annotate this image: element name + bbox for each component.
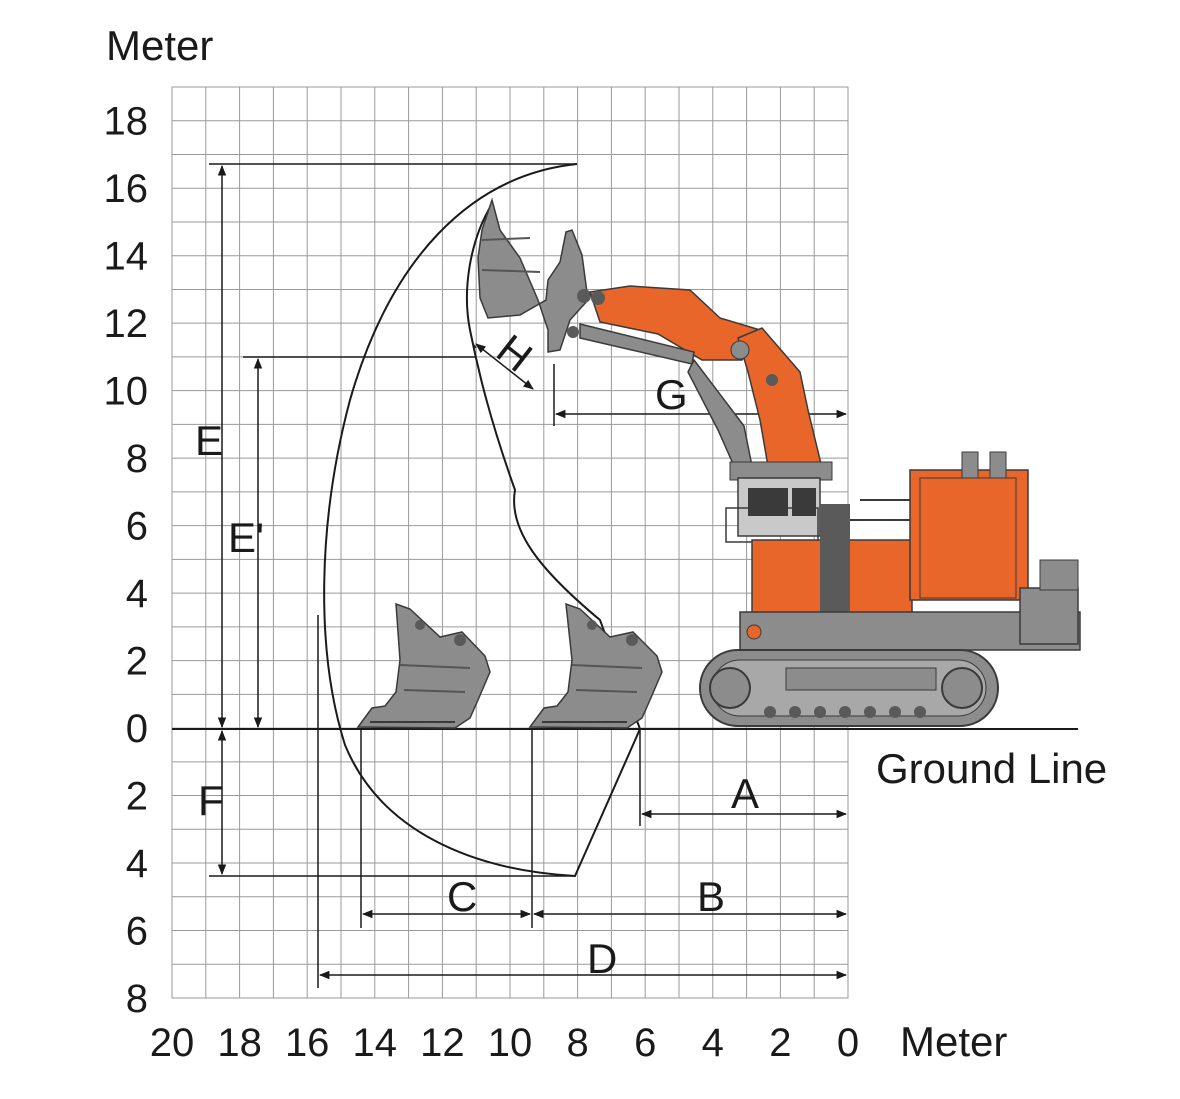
bucket-near-icon xyxy=(528,602,663,729)
x-tick-label: 0 xyxy=(837,1021,859,1065)
y-tick-label: 6 xyxy=(126,505,148,549)
dimension-guides xyxy=(209,163,641,988)
dimension-a-label: A xyxy=(731,770,759,817)
y-tick-label: 6 xyxy=(126,910,148,954)
x-tick-label: 8 xyxy=(566,1021,588,1065)
dimension-g-label: G xyxy=(655,371,688,418)
x-tick-label: 14 xyxy=(353,1021,398,1065)
dimension-h-arrow xyxy=(475,343,534,390)
y-tick-label: 16 xyxy=(104,167,149,211)
y-tick-label: 2 xyxy=(126,640,148,684)
x-axis-unit-label: Meter xyxy=(900,1018,1007,1065)
y-tick-label: 2 xyxy=(126,775,148,819)
dimension-b-label: B xyxy=(697,873,725,920)
y-axis-unit-label: Meter xyxy=(106,22,213,69)
y-tick-label: 18 xyxy=(104,100,149,144)
x-tick-label: 2 xyxy=(769,1021,791,1065)
excavator-front-icon xyxy=(579,285,823,469)
excavator-track-icon xyxy=(699,649,999,727)
bucket-far-icon xyxy=(356,602,491,729)
y-tick-label: 8 xyxy=(126,437,148,481)
y-tick-label: 10 xyxy=(104,370,149,414)
y-tick-label: 12 xyxy=(104,302,149,346)
x-tick-label: 20 xyxy=(150,1021,195,1065)
y-tick-label: 4 xyxy=(126,842,148,886)
y-tick-label: 8 xyxy=(126,977,148,1021)
dimension-e-label: E xyxy=(195,417,223,464)
y-tick-label: 0 xyxy=(126,707,148,751)
x-tick-label: 18 xyxy=(217,1021,262,1065)
x-tick-label: 10 xyxy=(488,1021,533,1065)
x-tick-label: 12 xyxy=(420,1021,465,1065)
dimension-d-label: D xyxy=(587,935,617,982)
excavator-body-icon xyxy=(725,451,1081,651)
x-tick-label: 4 xyxy=(702,1021,724,1065)
bucket-raised-icon xyxy=(477,197,591,353)
dimension-e-prime-label: E' xyxy=(228,514,264,561)
y-tick-label: 14 xyxy=(104,235,149,279)
x-tick-label: 6 xyxy=(634,1021,656,1065)
dimension-f-label: F xyxy=(198,777,224,824)
dimension-h-label: H xyxy=(488,325,541,381)
digging-envelope xyxy=(323,163,641,878)
x-tick-label: 16 xyxy=(285,1021,330,1065)
y-tick-label: 4 xyxy=(126,572,148,616)
y-axis-ticks: 18 16 14 12 10 8 6 4 2 0 2 4 6 8 xyxy=(104,100,149,1021)
ground-line-label: Ground Line xyxy=(876,745,1107,792)
dimension-c-label: C xyxy=(447,873,477,920)
